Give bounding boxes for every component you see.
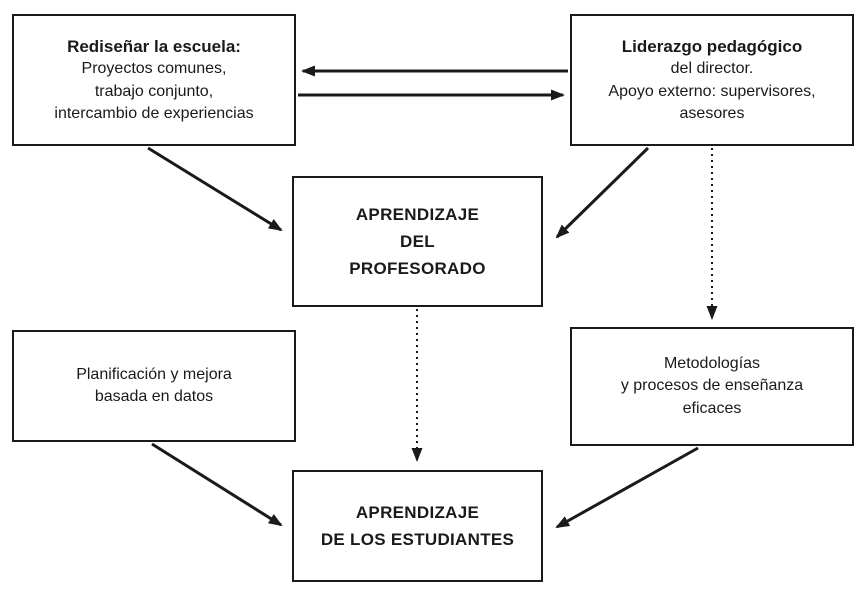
arrow-planning-to-student-learning xyxy=(151,442,283,527)
box-effective-methodologies: Metodologías y procesos de enseñanza efi… xyxy=(570,327,854,446)
box-teacher-learning-text: APRENDIZAJE DEL PROFESORADO xyxy=(349,204,486,279)
box-data-planning-text: Planificación y mejora basada en datos xyxy=(76,365,232,405)
arrow-methodologies-to-student-learning xyxy=(555,446,699,529)
box-student-learning-text: APRENDIZAJE DE LOS ESTUDIANTES xyxy=(320,502,515,549)
box-redesign-school: Rediseñar la escuela: Proyectos comunes,… xyxy=(12,14,296,146)
box-data-planning: Planificación y mejora basada en datos xyxy=(12,330,296,442)
arrow-redesign-to-teacher-learning xyxy=(147,146,283,232)
arrow-leadership-to-teacher-learning xyxy=(555,146,650,239)
box-redesign-school-body: Proyectos comunes, trabajo conjunto, int… xyxy=(54,60,254,123)
box-student-learning: APRENDIZAJE DE LOS ESTUDIANTES xyxy=(292,470,543,582)
box-teacher-learning: APRENDIZAJE DEL PROFESORADO xyxy=(292,176,543,307)
box-effective-methodologies-text: Metodologías y procesos de enseñanza efi… xyxy=(620,354,804,417)
box-pedagogical-leadership: Liderazgo pedagógico del director. Apoyo… xyxy=(570,14,854,146)
box-pedagogical-leadership-body: del director. Apoyo externo: supervisore… xyxy=(608,60,816,123)
box-redesign-school-title: Rediseñar la escuela: xyxy=(67,36,241,56)
box-pedagogical-leadership-title: Liderazgo pedagógico xyxy=(621,36,803,56)
